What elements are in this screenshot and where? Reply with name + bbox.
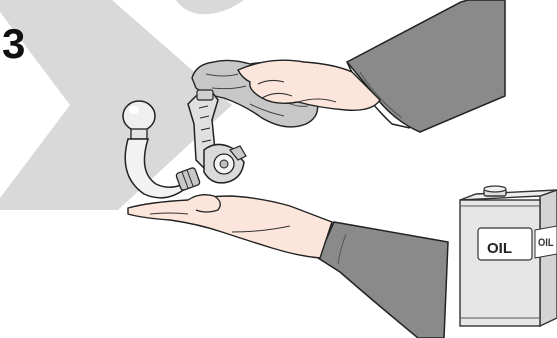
oil-can-side-label: OIL <box>538 238 554 249</box>
step-number: 3 <box>2 23 24 65</box>
lower-hand <box>128 195 332 258</box>
oil-can-front-label: OIL <box>487 241 512 256</box>
upper-arm <box>347 0 505 132</box>
lower-arm <box>318 222 448 338</box>
